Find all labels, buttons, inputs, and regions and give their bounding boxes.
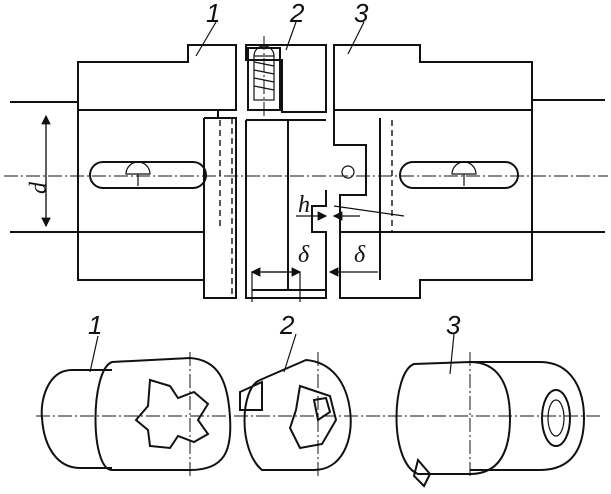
exploded-view: 1 2 3 [36, 310, 600, 488]
bottom-label-part-2: 2 [279, 310, 295, 340]
left-keyway [89, 161, 207, 189]
left-shaft [10, 101, 78, 233]
height-label: h [298, 192, 310, 218]
top-labels: 1 2 3 [195, 0, 369, 57]
shaft-bore [541, 389, 571, 447]
part-2-spider-disc: 2 [239, 310, 352, 476]
top-label-part-1: 1 [206, 0, 220, 28]
set-screw [247, 47, 281, 111]
top-label-part-2: 2 [289, 0, 305, 28]
gap-dimensions: δ δ [250, 242, 378, 302]
height-dimension: h [296, 192, 405, 221]
diameter-dimension: d [26, 114, 52, 228]
bottom-label-part-3: 3 [446, 310, 461, 340]
sectional-view: d h δ δ 1 2 3 [4, 0, 608, 302]
coupling-body [77, 110, 533, 299]
right-shaft [532, 99, 605, 233]
gap-left-label: δ [298, 242, 310, 268]
bottom-label-part-1: 1 [88, 310, 102, 340]
hatched-section [77, 36, 533, 118]
part-3-half-coupling: 3 [395, 310, 586, 488]
top-label-part-3: 3 [354, 0, 369, 28]
right-keyway [399, 161, 519, 189]
part-1-half-coupling: 1 [40, 310, 232, 476]
diameter-label: d [26, 181, 52, 194]
gap-right-label: δ [354, 242, 366, 268]
pin-hole [341, 165, 355, 179]
